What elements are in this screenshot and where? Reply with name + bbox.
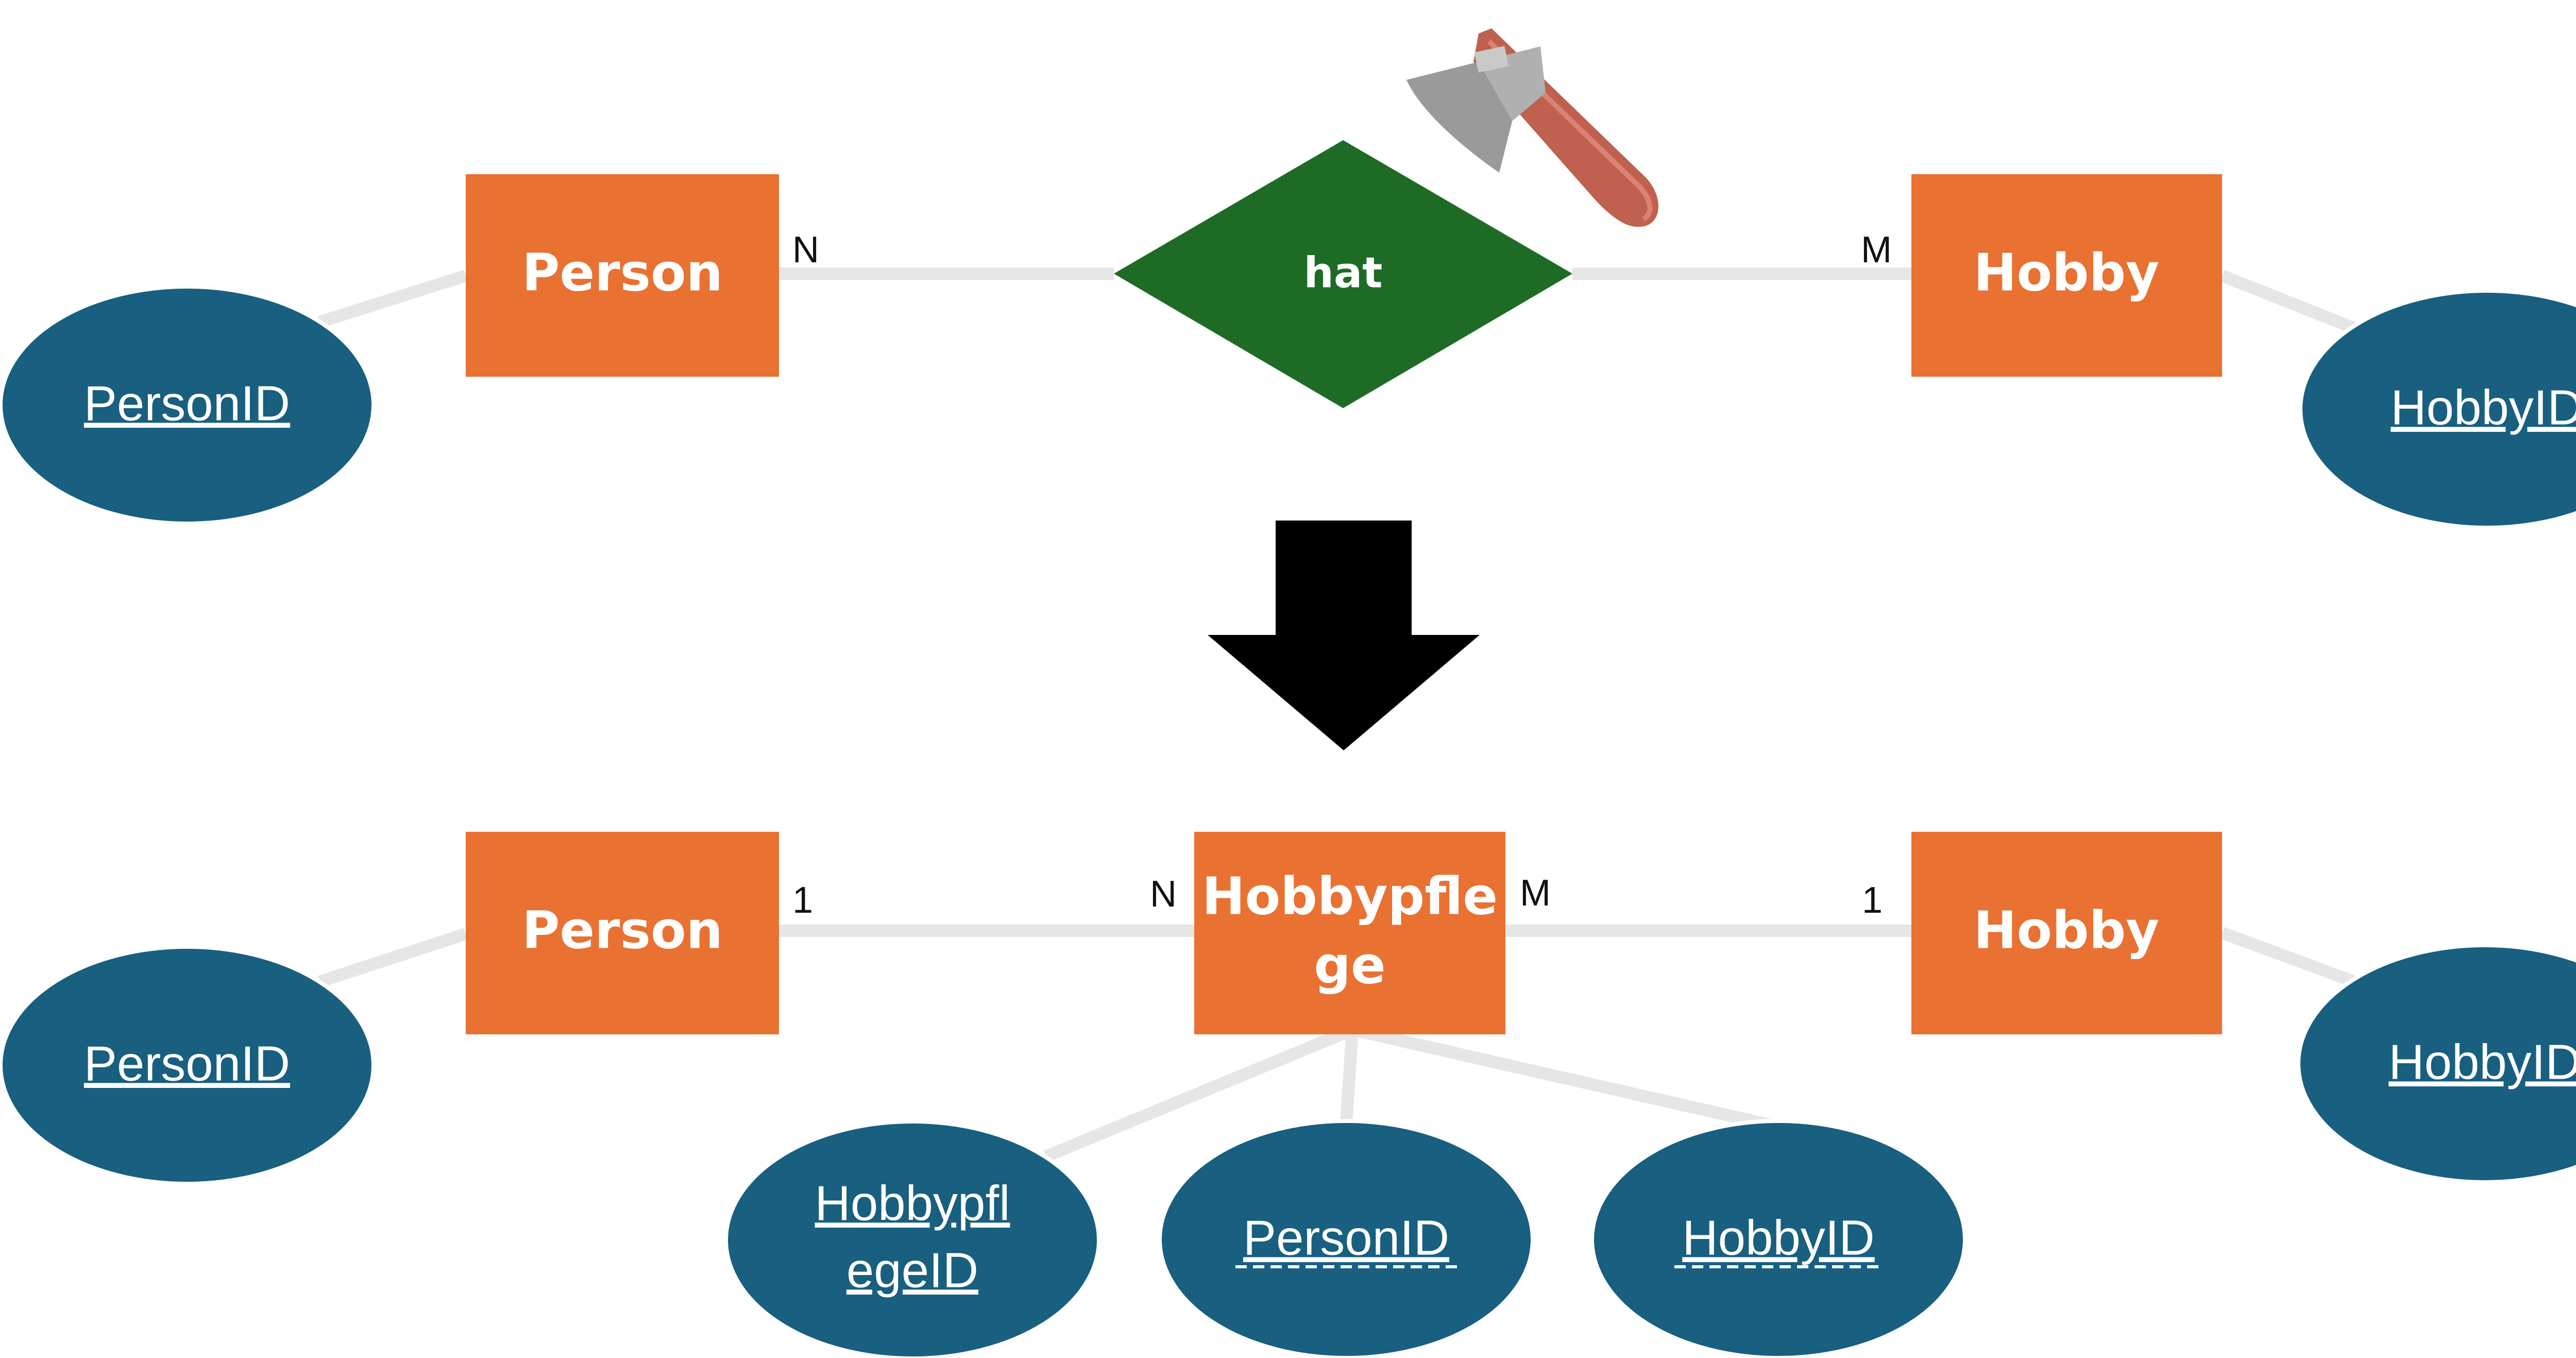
attribute-personid-top-label: PersonID bbox=[84, 376, 290, 431]
connector-hobbypflege-hobbypflegeid bbox=[1043, 1024, 1355, 1163]
cardinality-hobby-top: M bbox=[1861, 229, 1892, 271]
connector-hobby-hobbyid-top bbox=[2219, 270, 2359, 335]
cardinality-hobbypflege-left: N bbox=[1150, 874, 1177, 915]
attribute-personid-fk-label: PersonID bbox=[1243, 1210, 1449, 1265]
attribute-hobbyid-bottom[interactable] bbox=[2296, 943, 2576, 1184]
top-diagram: Person hat Hobby PersonID HobbyID N M bbox=[0, 28, 2576, 530]
cardinality-hobbypflege-right: M bbox=[1520, 873, 1551, 914]
cardinality-person-top: N bbox=[792, 229, 819, 271]
entity-hobbypflege[interactable] bbox=[1194, 832, 1505, 1034]
attribute-hobbypflegeid[interactable] bbox=[724, 1119, 1101, 1358]
entity-hobbypflege-label-line2: ge bbox=[1314, 935, 1385, 995]
entity-hobby-bottom[interactable] bbox=[1911, 832, 2222, 1034]
entity-hobby-bottom-label: Hobby bbox=[1974, 900, 2160, 960]
cardinality-person-side: 1 bbox=[792, 880, 813, 921]
attribute-personid-top[interactable] bbox=[0, 284, 376, 526]
attribute-hobbypflegeid-label-line1: Hobbypfl bbox=[815, 1176, 1010, 1231]
entity-person-bottom[interactable] bbox=[466, 832, 779, 1034]
attribute-personid-fk[interactable] bbox=[1158, 1119, 1535, 1358]
entity-person-top[interactable] bbox=[466, 174, 779, 377]
entity-hobby-top-label: Hobby bbox=[1974, 242, 2160, 303]
connector-personid-person-top bbox=[317, 270, 468, 328]
axe-icon bbox=[1406, 28, 1658, 227]
connector-hobbypflege-hobbyid bbox=[1351, 1024, 1777, 1132]
cardinality-hobby-side: 1 bbox=[1862, 880, 1883, 921]
arrow-down-icon bbox=[1208, 521, 1480, 750]
entity-hobby-top[interactable] bbox=[1911, 174, 2222, 377]
attribute-hobbyid-bottom-label: HobbyID bbox=[2388, 1034, 2576, 1089]
bottom-diagram: Person Hobbypfle ge Hobby PersonID Hobby… bbox=[0, 832, 2576, 1358]
attribute-hobbyid-fk-label: HobbyID bbox=[1682, 1210, 1875, 1265]
attribute-personid-bottom[interactable] bbox=[0, 945, 376, 1186]
entity-hobbypflege-label-line1: Hobbypfle bbox=[1202, 866, 1498, 926]
attribute-hobbyid-fk[interactable] bbox=[1590, 1119, 1967, 1358]
connector-hobby-hobbyid-bottom bbox=[2219, 927, 2359, 988]
entity-person-top-label: Person bbox=[522, 242, 723, 303]
attribute-personid-bottom-label: PersonID bbox=[84, 1036, 290, 1091]
entity-person-bottom-label: Person bbox=[522, 900, 723, 960]
connector-hobbypflege-personid bbox=[1340, 1029, 1359, 1123]
relationship-hat-label: hat bbox=[1304, 248, 1383, 297]
connector-personid-person-bottom bbox=[317, 928, 468, 988]
attribute-hobbypflegeid-label-line2: egeID bbox=[846, 1243, 978, 1298]
attribute-hobbyid-top[interactable] bbox=[2298, 289, 2576, 530]
relationship-hat[interactable] bbox=[1114, 140, 1572, 408]
attribute-hobbyid-top-label: HobbyID bbox=[2391, 380, 2576, 435]
